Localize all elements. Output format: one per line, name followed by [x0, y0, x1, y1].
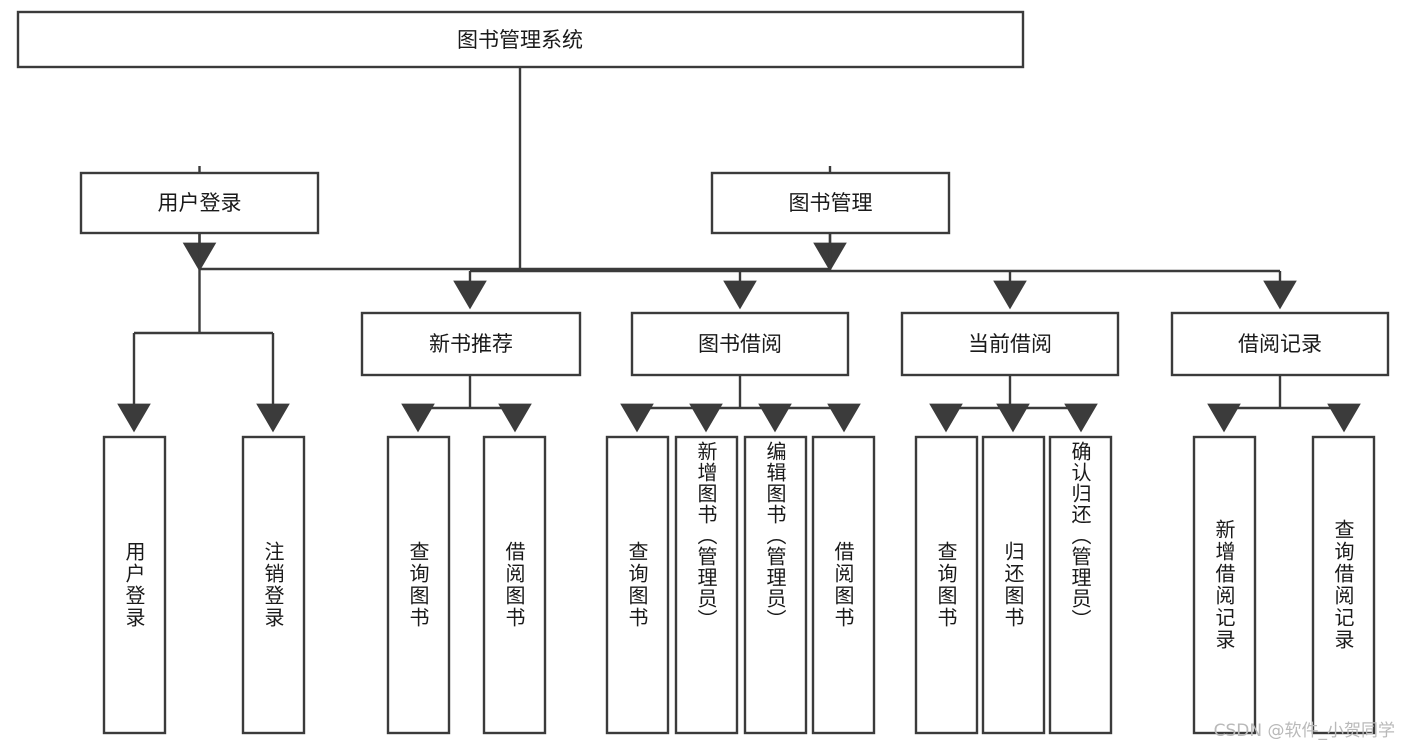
node-query-book-1-box[interactable] — [386, 435, 451, 735]
node-add-borrow-record-box[interactable] — [1192, 435, 1257, 735]
node-new-book-recommend-label: 新书推荐 — [429, 332, 513, 356]
leaf-labels-layer: 用户登录 注销登录 查询图书 借阅图书 查询图书 — [122, 441, 1355, 651]
node-book-borrow[interactable]: 图书借阅 — [630, 311, 850, 377]
node-new-book-recommend-box[interactable] — [360, 311, 582, 377]
node-current-borrow-box[interactable] — [900, 311, 1120, 377]
node-user-login-do-label: 用户登录 — [122, 541, 146, 629]
node-current-borrow-label: 当前借阅 — [968, 332, 1052, 356]
node-confirm-return-admin-label: 确认归还（管理员） — [1068, 441, 1092, 630]
node-query-book-3-label: 查询图书 — [934, 541, 958, 629]
node-edit-book-admin-label: 编辑图书（管理员） — [763, 441, 787, 630]
node-query-borrow-record-box[interactable] — [1311, 435, 1376, 735]
node-query-book-2-label: 查询图书 — [625, 541, 649, 629]
node-current-borrow[interactable]: 当前借阅 — [900, 311, 1120, 377]
node-book-management-box[interactable] — [710, 171, 951, 235]
node-root-box[interactable] — [16, 10, 1025, 69]
node-add-book-admin-box[interactable] — [674, 435, 739, 735]
node-return-book-label: 归还图书 — [1001, 541, 1025, 629]
node-borrow-book-2-label: 借阅图书 — [831, 541, 855, 629]
node-borrow-book-2-box[interactable] — [811, 435, 876, 735]
node-user-login[interactable]: 用户登录 — [79, 171, 320, 235]
node-user-login-label: 用户登录 — [158, 191, 242, 215]
node-book-borrow-box[interactable] — [630, 311, 850, 377]
node-add-borrow-record-label: 新增借阅记录 — [1212, 519, 1236, 651]
node-edit-book-admin-box[interactable] — [743, 435, 808, 735]
node-root[interactable]: 图书管理系统 — [16, 10, 1025, 69]
node-return-book-box[interactable] — [981, 435, 1046, 735]
node-borrow-book-1-box[interactable] — [482, 435, 547, 735]
node-borrow-records-label: 借阅记录 — [1238, 332, 1322, 356]
node-query-book-1-label: 查询图书 — [406, 541, 430, 629]
node-borrow-book-1-label: 借阅图书 — [502, 541, 526, 629]
node-add-book-admin-label: 新增图书（管理员） — [694, 441, 718, 630]
node-query-borrow-record-label: 查询借阅记录 — [1331, 519, 1355, 651]
leaf-nodes-layer — [102, 435, 1376, 735]
node-user-logout-box[interactable] — [241, 435, 306, 735]
node-borrow-records[interactable]: 借阅记录 — [1170, 311, 1390, 377]
node-query-book-2-box[interactable] — [605, 435, 670, 735]
node-user-logout-label: 注销登录 — [261, 541, 285, 629]
node-book-management[interactable]: 图书管理 — [710, 171, 951, 235]
node-new-book-recommend[interactable]: 新书推荐 — [360, 311, 582, 377]
node-user-login-box[interactable] — [79, 171, 320, 235]
edges-layer — [117, 67, 1361, 433]
node-book-borrow-label: 图书借阅 — [698, 332, 782, 356]
node-confirm-return-admin-box[interactable] — [1048, 435, 1113, 735]
node-user-login-do-box[interactable] — [102, 435, 167, 735]
node-query-book-3-box[interactable] — [914, 435, 979, 735]
node-borrow-records-box[interactable] — [1170, 311, 1390, 377]
node-book-management-label: 图书管理 — [789, 191, 873, 215]
node-root-label: 图书管理系统 — [457, 28, 583, 52]
